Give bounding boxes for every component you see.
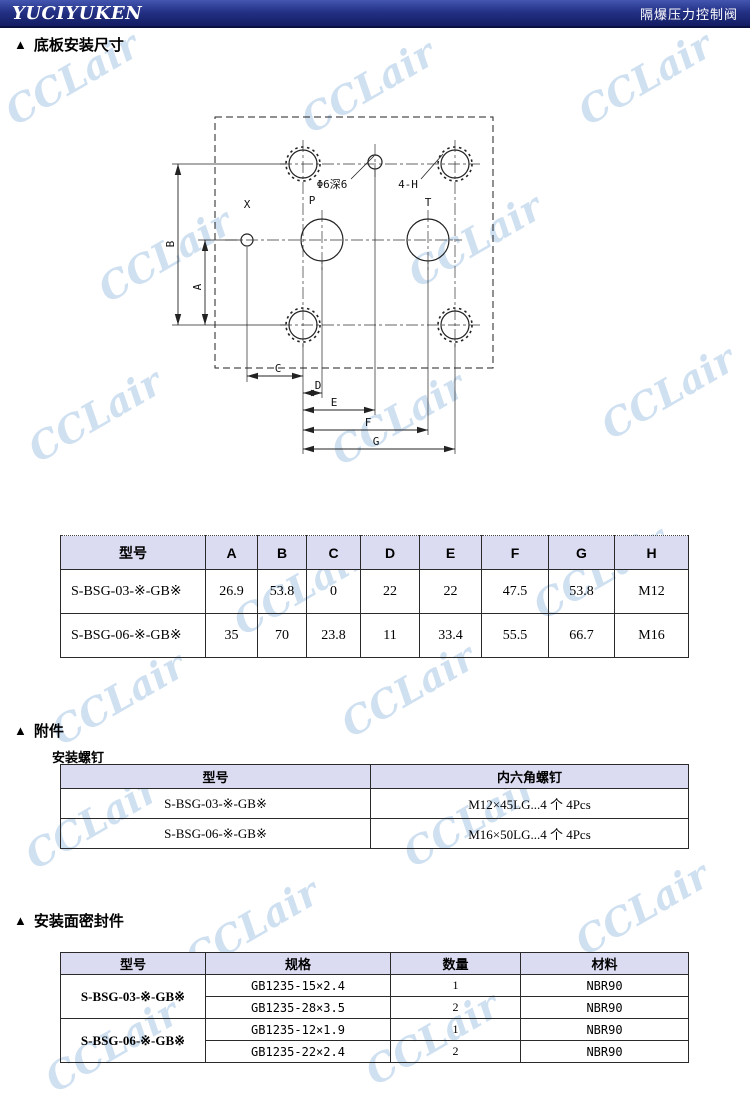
cell-qty: 1 — [390, 974, 521, 997]
cell-qty: 2 — [390, 996, 521, 1019]
cell: 53.8 — [548, 569, 615, 614]
section-heading-mounting-dims: ▲ 底板安装尺寸 — [14, 34, 124, 55]
col-header-e: E — [419, 535, 482, 570]
col-header-h: H — [614, 535, 689, 570]
cell-qty: 2 — [390, 1040, 521, 1063]
section-heading-seals: ▲ 安装面密封件 — [14, 910, 124, 931]
table-row: GB1235-22×2.4 2 NBR90 — [61, 1040, 689, 1063]
dim-d-label: D — [315, 379, 322, 392]
cell-spec: GB1235-12×1.9 — [205, 1018, 391, 1041]
cell: 22 — [360, 569, 420, 614]
cell: M16×50LG...4 个 4Pcs — [370, 818, 689, 849]
seal-table: 型号 规格 数量 材料 S-BSG-03-※-GB※ GB1235-15×2.4… — [60, 952, 689, 1063]
dimension-table-header-row: 型号 A B C D E F G H — [60, 535, 689, 570]
cell: 55.5 — [481, 613, 549, 658]
cell-spec: GB1235-22×2.4 — [205, 1040, 391, 1063]
dim-f-label: F — [365, 416, 372, 429]
table-row: S-BSG-06-※-GB※ GB1235-12×1.9 1 NBR90 — [60, 1018, 689, 1063]
watermark: CCLair — [567, 851, 717, 965]
triangle-marker-icon: ▲ — [14, 37, 27, 52]
cell-model: S-BSG-06-※-GB※ — [60, 818, 371, 849]
screw-table-header-row: 型号 内六角螺钉 — [60, 764, 689, 789]
col-header-b: B — [257, 535, 307, 570]
header-bar: YUCIYUKEN 隔爆压力控制阀 — [0, 0, 750, 28]
section-title: 底板安装尺寸 — [33, 37, 124, 54]
screw-table: 型号 内六角螺钉 S-BSG-03-※-GB※ M12×45LG...4 个 4… — [60, 764, 689, 849]
watermark: CCLair — [593, 335, 743, 449]
port-x-label: X — [244, 198, 251, 211]
dim-a-label: A — [191, 283, 204, 290]
dim-g-label: G — [373, 435, 380, 448]
cell: M12 — [614, 569, 689, 614]
corner-callout-label: 4-H — [398, 178, 418, 191]
cell: 53.8 — [257, 569, 307, 614]
col-header-d: D — [360, 535, 420, 570]
dim-b-label: B — [164, 240, 177, 247]
col-header-material: 材料 — [520, 952, 689, 975]
watermark: CCLair — [43, 641, 193, 755]
table-row: S-BSG-03-※-GB※ 26.9 53.8 0 22 22 47.5 53… — [60, 569, 689, 614]
table-row: S-BSG-03-※-GB※ GB1235-15×2.4 1 NBR90 — [60, 974, 689, 1019]
col-header-qty: 数量 — [390, 952, 521, 975]
cell: 33.4 — [419, 613, 482, 658]
cell-material: NBR90 — [520, 1018, 689, 1041]
cell-material: NBR90 — [520, 974, 689, 997]
dimension-table: 型号 A B C D E F G H S-BSG-03-※-GB※ 26.9 5… — [60, 535, 689, 658]
brand-logo: YUCIYUKEN — [12, 2, 143, 24]
table-row: S-BSG-06-※-GB※ M16×50LG...4 个 4Pcs — [60, 818, 689, 849]
header-title: 隔爆压力控制阀 — [639, 6, 738, 22]
cell-model: S-BSG-03-※-GB※ — [60, 974, 206, 1019]
cell: 35 — [205, 613, 258, 658]
section-title: 附件 — [33, 723, 64, 740]
col-header-model: 型号 — [60, 764, 371, 789]
cell: 66.7 — [548, 613, 615, 658]
cell-model: S-BSG-03-※-GB※ — [60, 788, 371, 819]
seal-table-header-row: 型号 规格 数量 材料 — [60, 952, 689, 975]
col-header-a: A — [205, 535, 258, 570]
col-header-screw: 内六角螺钉 — [370, 764, 689, 789]
section-title: 安装面密封件 — [33, 913, 124, 930]
cell-model: S-BSG-06-※-GB※ — [60, 1018, 206, 1063]
cell: 0 — [306, 569, 361, 614]
triangle-marker-icon: ▲ — [14, 723, 27, 738]
col-header-c: C — [306, 535, 361, 570]
subheading-mounting-screws: 安装螺钉 — [52, 750, 105, 765]
cell-material: NBR90 — [520, 1040, 689, 1063]
cell: 11 — [360, 613, 420, 658]
watermark: CCLair — [20, 358, 170, 472]
col-header-spec: 规格 — [205, 952, 391, 975]
hole-callout-label: Φ6深6 — [317, 178, 348, 191]
cell: M16 — [614, 613, 689, 658]
drawing-geometry — [172, 116, 494, 454]
cell: 23.8 — [306, 613, 361, 658]
port-t-label: T — [425, 196, 432, 209]
cell-material: NBR90 — [520, 996, 689, 1019]
col-header-f: F — [481, 535, 549, 570]
col-header-g: G — [548, 535, 615, 570]
cell: 47.5 — [481, 569, 549, 614]
dim-e-label: E — [331, 396, 338, 409]
port-p-label: P — [309, 194, 316, 207]
cell-model: S-BSG-03-※-GB※ — [60, 569, 206, 614]
cell-spec: GB1235-28×3.5 — [205, 996, 391, 1019]
cell-model: S-BSG-06-※-GB※ — [60, 613, 206, 658]
cell: 22 — [419, 569, 482, 614]
table-row: S-BSG-03-※-GB※ M12×45LG...4 个 4Pcs — [60, 788, 689, 819]
mounting-drawing: Φ6深6 4-H X P T B A C D E F G — [164, 116, 494, 454]
cell-spec: GB1235-15×2.4 — [205, 974, 391, 997]
triangle-marker-icon: ▲ — [14, 913, 27, 928]
cell-qty: 1 — [390, 1018, 521, 1041]
table-row: GB1235-28×3.5 2 NBR90 — [61, 996, 689, 1019]
cell: M12×45LG...4 个 4Pcs — [370, 788, 689, 819]
section-heading-accessories: ▲ 附件 — [14, 720, 64, 741]
cell: 26.9 — [205, 569, 258, 614]
col-header-model: 型号 — [60, 952, 206, 975]
watermark: CCLair — [570, 21, 720, 135]
cell: 70 — [257, 613, 307, 658]
col-header-model: 型号 — [60, 535, 206, 570]
dim-c-label: C — [275, 362, 282, 375]
table-row: S-BSG-06-※-GB※ 35 70 23.8 11 33.4 55.5 6… — [60, 613, 689, 658]
